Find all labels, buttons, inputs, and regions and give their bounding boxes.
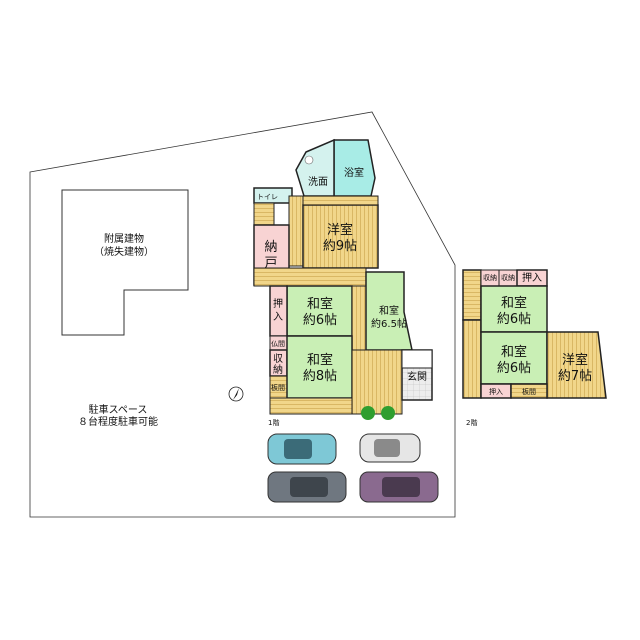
label-itama-2f: 板間: [522, 387, 536, 396]
compass-icon: [228, 386, 244, 402]
stairs-2f: [462, 269, 482, 321]
label-washitsu6b-name: 和室: [501, 344, 527, 360]
label-nando-2: 戸: [264, 256, 277, 271]
corridor-1f: [288, 195, 304, 267]
label-washitsu6a-name: 和室: [501, 295, 527, 311]
room-washitsu-65: [365, 271, 413, 351]
tree-icon: [381, 406, 395, 420]
label-oshiire-2f-bottom: 押入: [489, 387, 503, 396]
label-yoshitsu9-size: 約9帖: [323, 239, 357, 254]
label-itama-1f: 板間: [271, 383, 285, 392]
label-senmen: 洗面: [308, 176, 328, 188]
label-shuno-1: 収: [273, 353, 283, 365]
label-shuno-2f-2: 収納: [501, 273, 515, 282]
parking-label: 駐車スペース: [89, 403, 148, 416]
annex-sublabel: （焼失建物）: [94, 245, 154, 258]
label-yoshitsu7-name: 洋室: [562, 352, 588, 368]
label-yoshitsu7-size: 約7帖: [558, 369, 592, 384]
stairs-1f: [253, 202, 275, 226]
label-washitsu6b-size: 約6帖: [497, 361, 531, 376]
car-icon: [267, 471, 347, 503]
label-nando-1: 納: [264, 240, 277, 255]
label-washitsu6-size: 約6帖: [303, 313, 337, 328]
floor1-label: 1階: [268, 418, 279, 427]
label-yokushitsu: 浴室: [344, 166, 364, 179]
label-washitsu65-name: 和室: [379, 304, 399, 317]
label-washitsu8-size: 約8帖: [303, 369, 337, 384]
label-toilet: トイレ: [257, 193, 278, 201]
label-butsuma: 仏間: [271, 340, 285, 348]
label-yoshitsu9-name: 洋室: [327, 222, 353, 238]
label-shuno-2: 納: [273, 363, 283, 376]
label-washitsu8-name: 和室: [307, 352, 333, 368]
annex-building: [61, 189, 189, 336]
label-washitsu6a-size: 約6帖: [497, 312, 531, 327]
room-washitsu-6: [286, 285, 353, 337]
floor1-plan: [253, 138, 433, 415]
floor2-plan: [462, 269, 607, 399]
parking-sublabel: ８台程度駐車可能: [78, 415, 158, 428]
tree-icon: [361, 406, 375, 420]
label-genkan: 玄関: [407, 370, 427, 383]
label-washitsu65-size: 約6.5帖: [371, 317, 407, 330]
room-yoshitsu-7: [546, 331, 607, 399]
label-shuno-2f-1: 収納: [483, 273, 497, 282]
room-itama-2f: [510, 383, 548, 399]
label-oshiire-1: 押: [273, 297, 283, 310]
label-washitsu6-name: 和室: [307, 296, 333, 312]
label-oshiire-2f-top: 押入: [522, 271, 542, 284]
label-oshiire-2: 入: [273, 312, 283, 323]
room-oshiire: [269, 285, 288, 337]
car-icon: [267, 433, 337, 465]
car-icon: [359, 433, 421, 463]
annex-label: 附属建物: [104, 232, 144, 245]
floor2-label: 2階: [466, 418, 477, 427]
car-icon: [359, 471, 439, 503]
